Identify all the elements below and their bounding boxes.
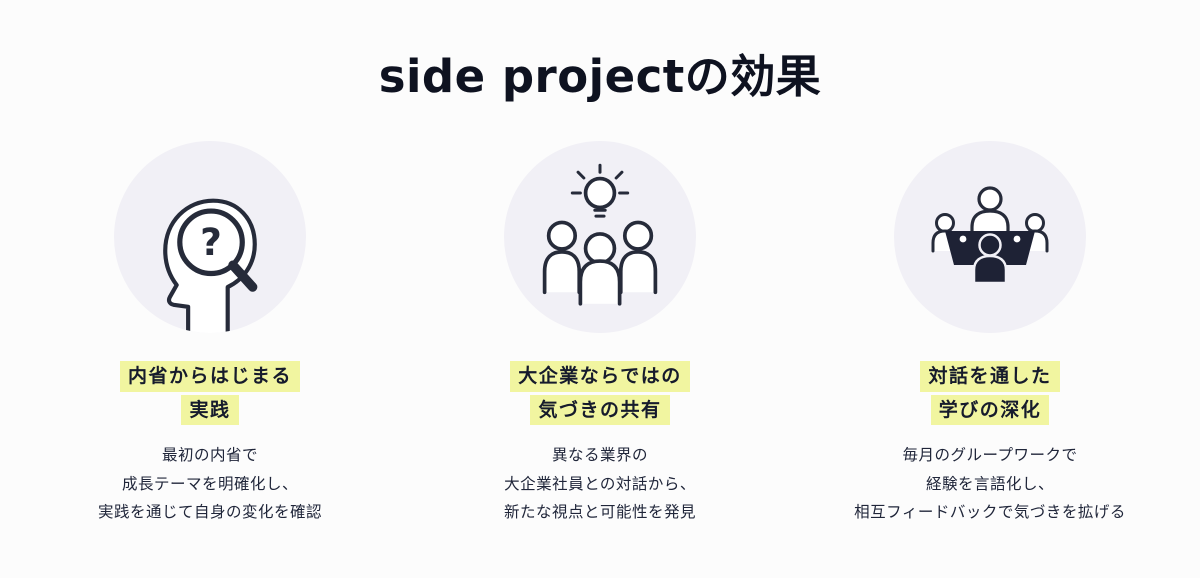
page-title: side projectの効果 (378, 50, 822, 103)
card-introspection: ? 内省からはじまる 実践 最初の内省で 成長テーマを明確化し、 実践を通じて自… (22, 141, 398, 527)
desc-line: 経験を言語化し、 (925, 474, 1054, 493)
people-lightbulb-icon (542, 163, 658, 306)
icon-circle (504, 141, 696, 333)
heading-line: 内省からはじまる (119, 361, 300, 392)
heading-line: 対話を通した (920, 361, 1060, 392)
people-table-icon (931, 186, 1049, 285)
card-description: 毎月のグループワークで 経験を言語化し、 相互フィードバックで気づきを拡げる (854, 441, 1126, 527)
heading-line: 気づきの共有 (530, 394, 670, 425)
desc-line: 大企業社員との対話から、 (504, 474, 696, 493)
desc-line: 新たな視点と可能性を発見 (503, 503, 696, 522)
question-mark: ? (200, 220, 222, 264)
card-heading: 内省からはじまる 実践 (119, 361, 300, 425)
cards-row: ? 内省からはじまる 実践 最初の内省で 成長テーマを明確化し、 実践を通じて自… (0, 141, 1200, 527)
heading-line: 大企業ならではの (510, 361, 690, 392)
desc-line: 相互フィードバックで気づきを拡げる (854, 503, 1126, 522)
desc-line: 成長テーマを明確化し、 (121, 474, 298, 493)
card-description: 異なる業界の 大企業社員との対話から、 新たな視点と可能性を発見 (504, 441, 696, 527)
card-dialogue: 対話を通した 学びの深化 毎月のグループワークで 経験を言語化し、 相互フィード… (802, 141, 1178, 527)
icon-circle (894, 141, 1086, 333)
head-magnifier-icon: ? (163, 198, 258, 333)
card-heading: 対話を通した 学びの深化 (920, 361, 1060, 425)
desc-line: 毎月のグループワークで (902, 446, 1078, 464)
desc-line: 最初の内省で (161, 446, 258, 464)
desc-line: 異なる業界の (551, 446, 648, 464)
card-heading: 大企業ならではの 気づきの共有 (510, 361, 690, 425)
card-sharing: 大企業ならではの 気づきの共有 異なる業界の 大企業社員との対話から、 新たな視… (412, 141, 788, 527)
card-description: 最初の内省で 成長テーマを明確化し、 実践を通じて自身の変化を確認 (98, 441, 322, 527)
heading-line: 実践 (181, 394, 239, 425)
heading-line: 学びの深化 (930, 394, 1050, 425)
desc-line: 実践を通じて自身の変化を確認 (97, 503, 322, 522)
icon-circle: ? (114, 141, 306, 333)
